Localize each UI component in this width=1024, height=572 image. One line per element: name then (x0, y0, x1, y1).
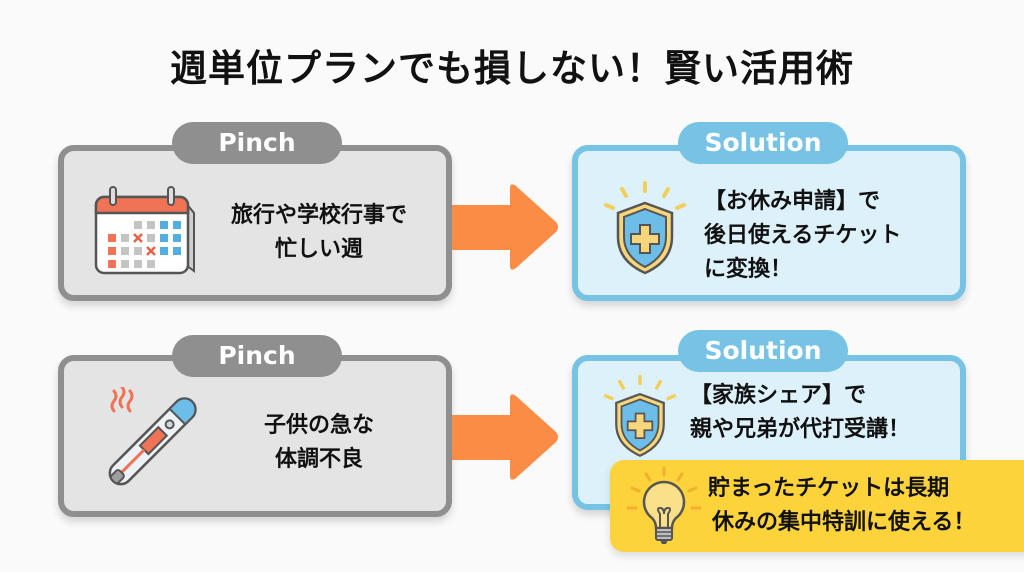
tip-callout: 貯まったチケットは長期 休みの集中特訓に使える！ (610, 460, 1024, 552)
pinch-text-line: 子供の急な (263, 413, 374, 438)
solution-text: 【家族シェア】で 親や兄弟が代打受講！ (690, 379, 970, 447)
tip-text-line: 貯まったチケットは長期 (708, 476, 950, 501)
solution-text: 【お休み申請】で 後日使えるチケット に変換！ (704, 185, 964, 287)
solution-text-line: に変換！ (704, 257, 793, 282)
solution-text-line: 【お休み申請】で (704, 189, 881, 214)
arrow-right-icon (452, 184, 558, 270)
pinch-text-line: 旅行や学校行事で (230, 203, 407, 228)
solution-text-line: 親や兄弟が代打受講！ (690, 417, 911, 442)
lightbulb-icon (626, 466, 702, 544)
solution-badge: Solution (678, 122, 848, 164)
tip-text: 貯まったチケットは長期 休みの集中特訓に使える！ (708, 472, 1024, 540)
solution-badge: Solution (678, 330, 848, 372)
pinch-text-line: 忙しい週 (274, 237, 363, 262)
shield-plus-icon (603, 374, 677, 457)
thermometer-icon (108, 387, 197, 486)
pinch-text: 子供の急な 体調不良 (204, 409, 434, 477)
page-title: 週単位プランでも損しない！賢い活用術 (170, 47, 854, 90)
pinch-card-1: 旅行や学校行事で 忙しい週 (58, 145, 452, 301)
pinch-card-2: 子供の急な 体調不良 (58, 355, 452, 517)
shield-plus-icon (604, 181, 686, 275)
pinch-text-line: 体調不良 (274, 447, 363, 472)
arrow-right-icon (452, 394, 558, 480)
pinch-badge: Pinch (172, 122, 342, 164)
solution-text-line: 後日使えるチケット (704, 223, 902, 248)
calendar-icon (94, 186, 195, 275)
tip-text-line: 休みの集中特訓に使える！ (712, 510, 976, 535)
solution-text-line: 【家族シェア】で (690, 383, 867, 408)
solution-card-1: 【お休み申請】で 後日使えるチケット に変換！ (572, 145, 966, 301)
pinch-text: 旅行や学校行事で 忙しい週 (204, 199, 434, 267)
pinch-badge: Pinch (172, 335, 342, 377)
